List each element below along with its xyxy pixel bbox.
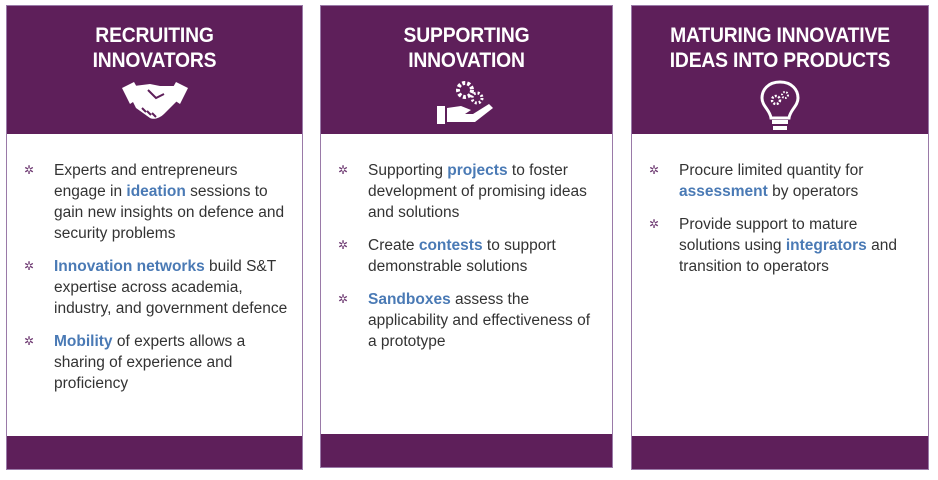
item-text: to foster development of promising ideas… bbox=[368, 162, 587, 221]
list-item: ✲ Create contests to support demonstrable… bbox=[335, 235, 602, 277]
list-item: ✲ Experts and entrepreneurs engage in ide… bbox=[21, 160, 292, 244]
list-item: ✲ Supporting projects to foster developme… bbox=[335, 160, 602, 223]
gear-bullet-icon: ✲ bbox=[338, 238, 349, 252]
highlight-term: ideation bbox=[126, 183, 186, 200]
gear-bullet-icon: ✲ bbox=[649, 163, 660, 177]
list-item: ✲ Mobility of experts allows a sharing of… bbox=[21, 331, 292, 394]
bullet-list: ✲ Supporting projects to foster developme… bbox=[335, 160, 602, 364]
gear-bullet-icon: ✲ bbox=[338, 163, 349, 177]
title-line: INNOVATION bbox=[408, 49, 525, 72]
title-line: RECRUITING bbox=[95, 24, 214, 47]
hand-gears-icon bbox=[435, 78, 499, 131]
list-item: ✲ Provide support to mature solutions usi… bbox=[646, 214, 918, 277]
item-text: and transition to operators bbox=[679, 237, 897, 275]
item-text: Provide support to mature solutions usin… bbox=[679, 216, 858, 254]
handshake-icon bbox=[120, 78, 190, 127]
item-text: to support demonstrable solutions bbox=[368, 237, 556, 275]
item-text: Create bbox=[368, 237, 419, 254]
item-text: assess the applicability and effectivene… bbox=[368, 291, 591, 350]
highlight-term: Sandboxes bbox=[368, 291, 451, 308]
lightbulb-gears-icon bbox=[758, 78, 802, 139]
gear-bullet-icon: ✲ bbox=[338, 292, 349, 306]
item-text: Supporting bbox=[368, 162, 448, 179]
gear-bullet-icon: ✲ bbox=[24, 259, 35, 273]
gear-bullet-icon: ✲ bbox=[24, 163, 35, 177]
title-line: INNOVATORS bbox=[92, 49, 217, 72]
highlight-term: integrators bbox=[785, 237, 867, 254]
title-line: IDEAS INTO PRODUCTS bbox=[669, 49, 891, 72]
list-item: ✲ Procure limited quantity for assessment… bbox=[646, 160, 918, 202]
list-item: ✲ Innovation networks build S&T expertise… bbox=[21, 256, 292, 319]
highlight-term: contests bbox=[418, 237, 483, 254]
panel-footer-bar bbox=[632, 436, 928, 469]
panel-footer-bar bbox=[7, 436, 302, 469]
bullet-list: ✲ Experts and entrepreneurs engage in ide… bbox=[21, 160, 292, 406]
panel-footer-bar bbox=[321, 434, 612, 467]
highlight-term: projects bbox=[447, 162, 508, 179]
bullet-list: ✲ Procure limited quantity for assessment… bbox=[646, 160, 918, 289]
list-item: ✲ Sandboxes assess the applicability and … bbox=[335, 289, 602, 352]
gear-bullet-icon: ✲ bbox=[24, 334, 35, 348]
item-text: of experts allows a sharing of experienc… bbox=[54, 333, 246, 392]
item-text: sessions to gain new insights on defence… bbox=[54, 183, 285, 242]
highlight-term: Innovation networks bbox=[54, 258, 205, 275]
title-line: MATURING INNOVATIVE bbox=[670, 24, 890, 47]
title-line: SUPPORTING bbox=[403, 24, 530, 47]
item-text: Procure limited quantity for bbox=[679, 162, 864, 179]
highlight-term: Mobility bbox=[54, 333, 113, 350]
item-text: by operators bbox=[767, 183, 859, 200]
highlight-term: assessment bbox=[679, 183, 768, 200]
item-text: build S&T expertise across academia, ind… bbox=[54, 258, 288, 317]
gear-bullet-icon: ✲ bbox=[649, 217, 660, 231]
item-text: Experts and entrepreneurs engage in bbox=[54, 162, 238, 200]
